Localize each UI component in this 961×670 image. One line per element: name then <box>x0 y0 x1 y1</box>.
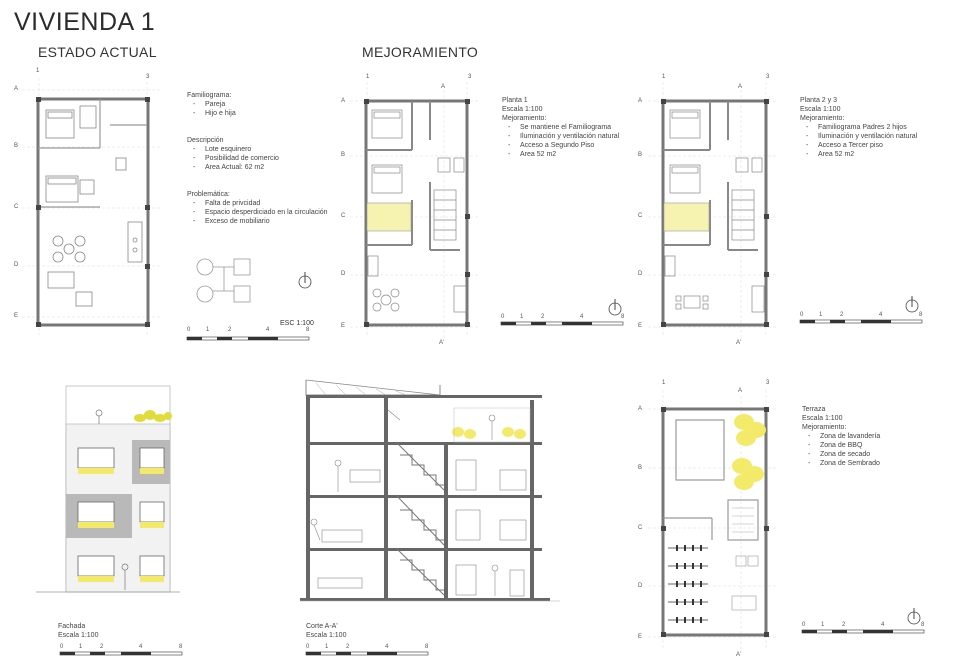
grid-row-label: C <box>638 525 643 531</box>
grid-row-label: A <box>14 86 19 92</box>
problematica-title: Problemática: <box>187 191 230 198</box>
planta1-notes: Planta 1 Escala 1:100 Mejoramiento: Se m… <box>502 96 619 159</box>
grid-col-label: 1 <box>366 74 370 80</box>
familiograma-title: Familiograma: <box>187 92 232 99</box>
grid-row-label: A <box>341 98 346 104</box>
north-arrow-icon <box>907 608 921 625</box>
descripcion-title: Descripción <box>187 137 224 144</box>
list-item: Zona de lavandería <box>802 432 880 441</box>
fachada-title: Fachada <box>58 623 86 630</box>
section-marker: A <box>738 84 743 90</box>
terraza-mejoramiento-title: Mejoramiento: <box>802 424 847 431</box>
section-marker: A <box>738 388 743 394</box>
terraza-scale: Escala 1:100 <box>802 415 843 422</box>
grid-row-label: B <box>638 152 643 158</box>
list-item: Falta de privcidad <box>187 199 328 208</box>
north-arrow-icon <box>608 299 622 316</box>
grid-col-label: 1 <box>662 380 666 386</box>
grid-row-label: C <box>14 204 19 210</box>
grid-row-label: E <box>341 323 346 329</box>
list-item: Espacio desperdiciado en la circulación <box>187 208 328 217</box>
planta23-mejoramiento-title: Mejoramiento: <box>800 115 845 122</box>
planta23-scale: Escala 1:100 <box>800 106 841 113</box>
grid-row-label: D <box>638 271 643 277</box>
planta1-mejoramiento-title: Mejoramiento: <box>502 115 547 122</box>
section-marker: A' <box>439 340 445 346</box>
grid-col-label: 1 <box>662 74 666 80</box>
list-item: Acceso a Segundo Piso <box>502 141 619 150</box>
section-marker: A' <box>736 340 742 346</box>
fachada-scale: Escala 1:100 <box>58 632 99 639</box>
section-marker: A <box>441 84 446 90</box>
section-marker: A' <box>736 652 742 658</box>
list-item: Iluminación y ventilación natural <box>800 132 917 141</box>
grid-col-label: 3 <box>146 74 150 80</box>
list-item: Familiograma Padres 2 hijos <box>800 123 917 132</box>
grid-row-label: B <box>341 152 346 158</box>
grid-row-label: E <box>14 313 19 319</box>
grid-row-label: B <box>14 143 19 149</box>
grid-row-label: E <box>638 634 643 640</box>
grid-row-label: D <box>14 262 19 268</box>
list-item: Exceso de mobiliario <box>187 217 328 226</box>
planta1-title: Planta 1 <box>502 97 528 104</box>
list-item: Zona de secado <box>802 450 880 459</box>
planta23-notes: Planta 2 y 3 Escala 1:100 Mejoramiento: … <box>800 96 917 159</box>
familiograma-block: Familiograma: Pareja Hijo e hija Descrip… <box>187 91 328 226</box>
page-title: VIVIENDA 1 <box>14 8 156 36</box>
list-item: Iluminación y ventilación natural <box>502 132 619 141</box>
scale-label: ESC 1:100 <box>280 320 314 327</box>
north-arrow-icon <box>905 296 919 313</box>
list-item: Area 52 m2 <box>502 150 619 159</box>
grid-row-label: A <box>638 98 643 104</box>
list-item: Acceso a Tercer piso <box>800 141 917 150</box>
section-title-mejoramiento: MEJORAMIENTO <box>362 44 479 60</box>
list-item: Zona de Sembrado <box>802 459 880 468</box>
corte-scale: Escala 1:100 <box>306 632 347 639</box>
grid-col-label: 3 <box>766 380 770 386</box>
grid-col-label: 3 <box>468 74 472 80</box>
terraza-notes: Terraza Escala 1:100 Mejoramiento: Zona … <box>802 405 880 468</box>
list-item: Pareja <box>187 100 328 109</box>
grid-row-label: B <box>638 465 643 471</box>
list-item: Hijo e hija <box>187 109 328 118</box>
planta1-scale: Escala 1:100 <box>502 106 543 113</box>
planta23-title: Planta 2 y 3 <box>800 97 837 104</box>
grid-col-label: 3 <box>766 74 770 80</box>
grid-row-label: C <box>638 213 643 219</box>
grid-row-label: A <box>638 406 643 412</box>
grid-row-label: D <box>638 583 643 589</box>
grid-col-label: 1 <box>36 68 40 74</box>
north-arrow-icon <box>298 272 312 289</box>
list-item: Area 52 m2 <box>800 150 917 159</box>
list-item: Area Actual: 62 m2 <box>187 163 328 172</box>
list-item: Zona de BBQ <box>802 441 880 450</box>
corte-title: Corte A-A' <box>306 623 338 630</box>
list-item: Posibilidad de comercio <box>187 154 328 163</box>
list-item: Lote esquinero <box>187 145 328 154</box>
section-title-estado-actual: ESTADO ACTUAL <box>38 44 157 60</box>
terraza-title: Terraza <box>802 406 826 413</box>
list-item: Se mantiene el Familiograma <box>502 123 619 132</box>
grid-row-label: E <box>638 323 643 329</box>
grid-row-label: D <box>341 271 346 277</box>
grid-row-label: C <box>341 213 346 219</box>
